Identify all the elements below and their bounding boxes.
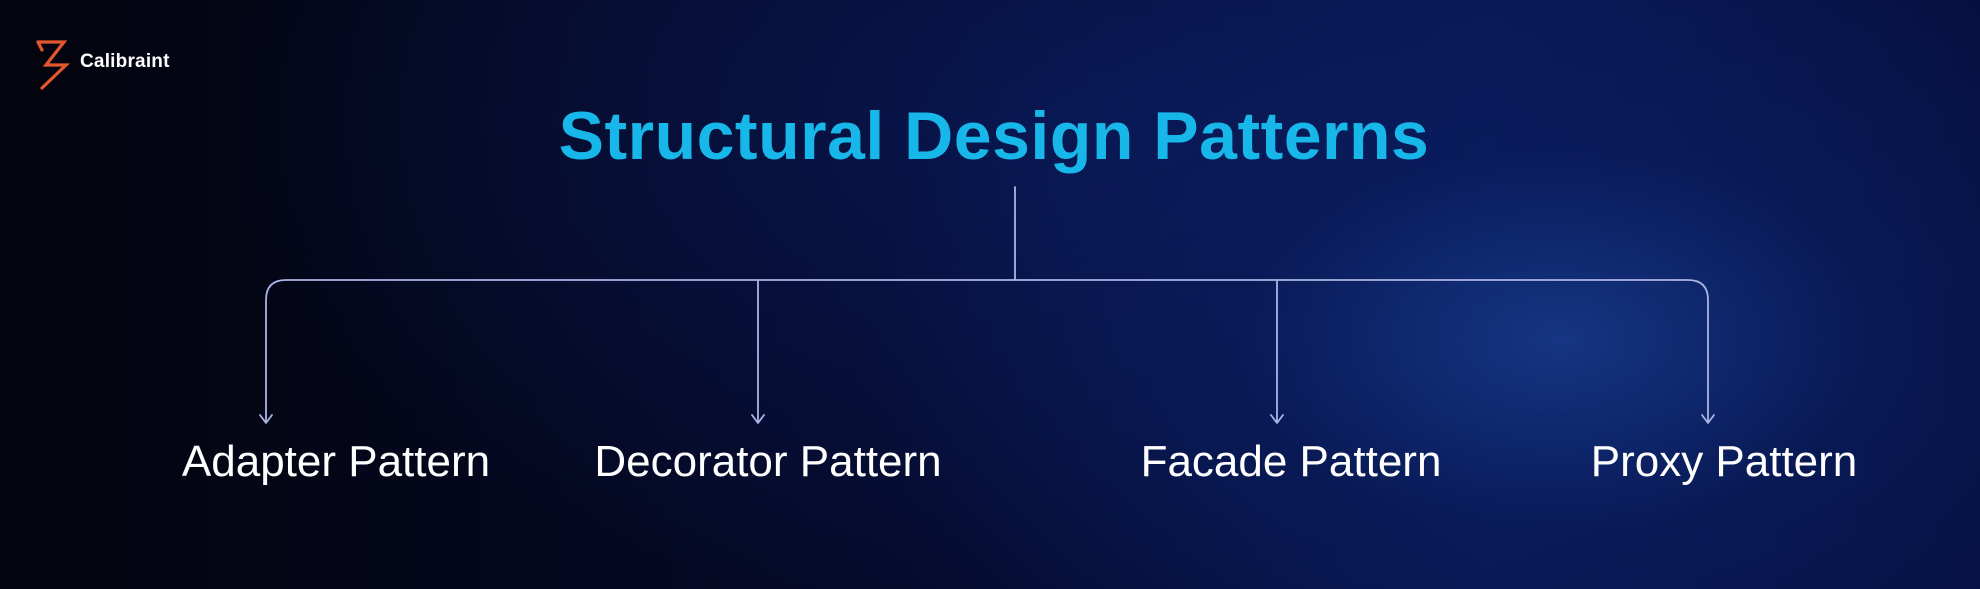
arrowhead-decorator-icon [751, 414, 765, 424]
diagram-title: Structural Design Patterns [558, 98, 1430, 174]
z-lightning-logo-icon [36, 40, 70, 90]
brand-logo: Calibraint [34, 38, 170, 92]
arrowhead-facade-icon [1270, 414, 1284, 424]
node-decorator-pattern: Decorator Pattern [594, 437, 942, 486]
brand-name: Calibraint [80, 51, 170, 72]
arrowhead-proxy-icon [1701, 414, 1715, 424]
arrowhead-adapter-icon [259, 414, 273, 424]
node-facade-pattern: Facade Pattern [1140, 437, 1442, 486]
node-adapter-pattern: Adapter Pattern [181, 437, 491, 486]
node-proxy-pattern: Proxy Pattern [1590, 437, 1858, 486]
branch-bus-line [265, 279, 1709, 423]
